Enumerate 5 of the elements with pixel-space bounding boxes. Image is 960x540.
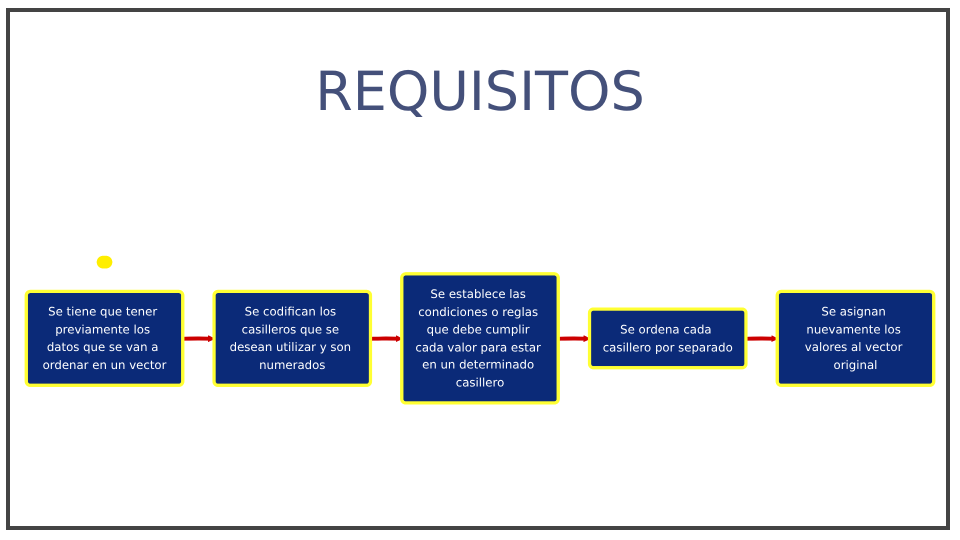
arrow [746,336,778,342]
arrow [183,336,215,342]
arrow [370,336,402,342]
title: REQUISITOS [314,60,646,123]
arrow [558,336,590,342]
